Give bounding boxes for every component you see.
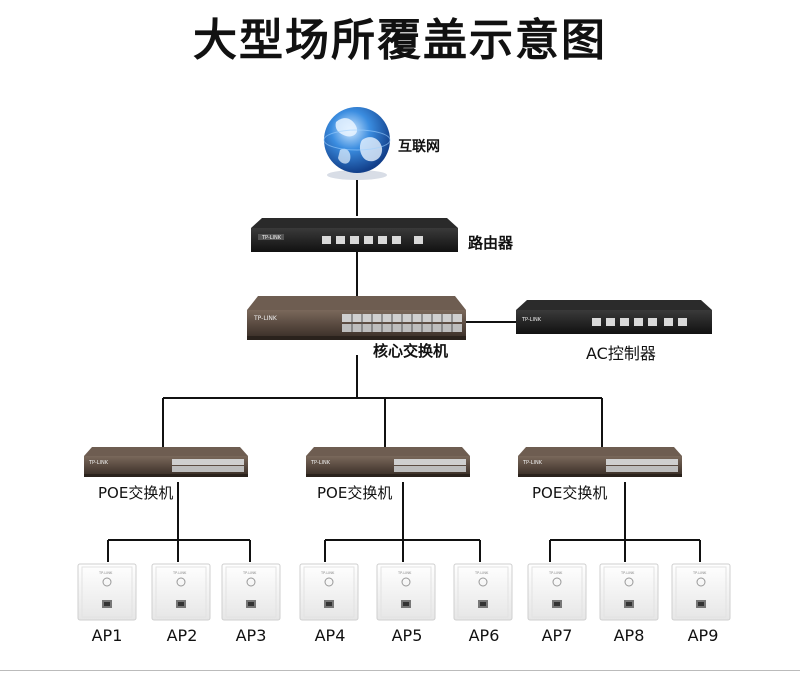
wall-ap-icon: TP-LINK	[221, 563, 281, 621]
ap-label-8: AP8	[613, 626, 645, 645]
ac-controller-label: AC控制器	[586, 344, 656, 363]
svg-text:TP-LINK: TP-LINK	[172, 571, 187, 575]
wall-ap-icon: TP-LINK	[151, 563, 211, 621]
wall-ap-icon: TP-LINK	[599, 563, 659, 621]
svg-text:TP-LINK: TP-LINK	[397, 571, 412, 575]
wall-ap-icon: TP-LINK	[77, 563, 137, 621]
svg-text:TP-LINK: TP-LINK	[320, 571, 335, 575]
core-switch-label: 核心交换机	[373, 342, 449, 360]
ac-controller-icon: TP-LINK	[516, 300, 712, 334]
wall-ap-icon: TP-LINK	[299, 563, 359, 621]
internet-label: 互联网	[398, 139, 440, 155]
svg-text:TP-LINK: TP-LINK	[474, 571, 489, 575]
poe-switch-label-3: POE交换机	[532, 484, 608, 502]
svg-text:TP-LINK: TP-LINK	[522, 460, 543, 466]
poe-switch-icon: TP-LINK	[84, 447, 248, 477]
ap-label-7: AP7	[541, 626, 573, 645]
globe-icon	[323, 107, 391, 180]
poe-switch-group: TP-LINK TP-LINK TP-LINK	[84, 447, 682, 477]
switch-icon: TP-LINK	[247, 296, 466, 340]
page-title: 大型场所覆盖示意图	[193, 15, 607, 66]
connection-lines	[107, 172, 701, 562]
ap-label-4: AP4	[314, 626, 346, 645]
poe-switch-label-2: POE交换机	[317, 484, 393, 502]
poe-switch-icon: TP-LINK	[518, 447, 682, 477]
ap-label-3: AP3	[235, 626, 267, 645]
wall-ap-icon: TP-LINK	[671, 563, 731, 621]
svg-text:TP-LINK: TP-LINK	[253, 315, 278, 322]
access-point-group: TP-LINK TP-LINK TP-LINK TP-LINK TP-LINK TP-LI…	[77, 563, 731, 621]
bottom-divider	[0, 670, 800, 671]
router-label: 路由器	[468, 234, 514, 252]
svg-text:TP-LINK: TP-LINK	[88, 460, 109, 466]
ap-label-9: AP9	[687, 626, 719, 645]
svg-text:TP-LINK: TP-LINK	[620, 571, 635, 575]
poe-switch-label-1: POE交换机	[98, 484, 174, 502]
wall-ap-icon: TP-LINK	[527, 563, 587, 621]
ap-label-2: AP2	[166, 626, 198, 645]
svg-text:TP-LINK: TP-LINK	[310, 460, 331, 466]
wall-ap-icon: TP-LINK	[376, 563, 436, 621]
svg-text:TP-LINK: TP-LINK	[242, 571, 257, 575]
router-icon: TP-LINK	[251, 218, 458, 252]
ap-label-6: AP6	[468, 626, 500, 645]
poe-switch-icon: TP-LINK	[306, 447, 470, 477]
svg-text:TP-LINK: TP-LINK	[98, 571, 113, 575]
ap-label-5: AP5	[391, 626, 423, 645]
ap-label-1: AP1	[91, 626, 123, 645]
wall-ap-icon: TP-LINK	[453, 563, 513, 621]
svg-text:TP-LINK: TP-LINK	[521, 317, 542, 323]
svg-text:TP-LINK: TP-LINK	[692, 571, 707, 575]
svg-text:TP-LINK: TP-LINK	[548, 571, 563, 575]
svg-text:TP-LINK: TP-LINK	[261, 235, 282, 241]
